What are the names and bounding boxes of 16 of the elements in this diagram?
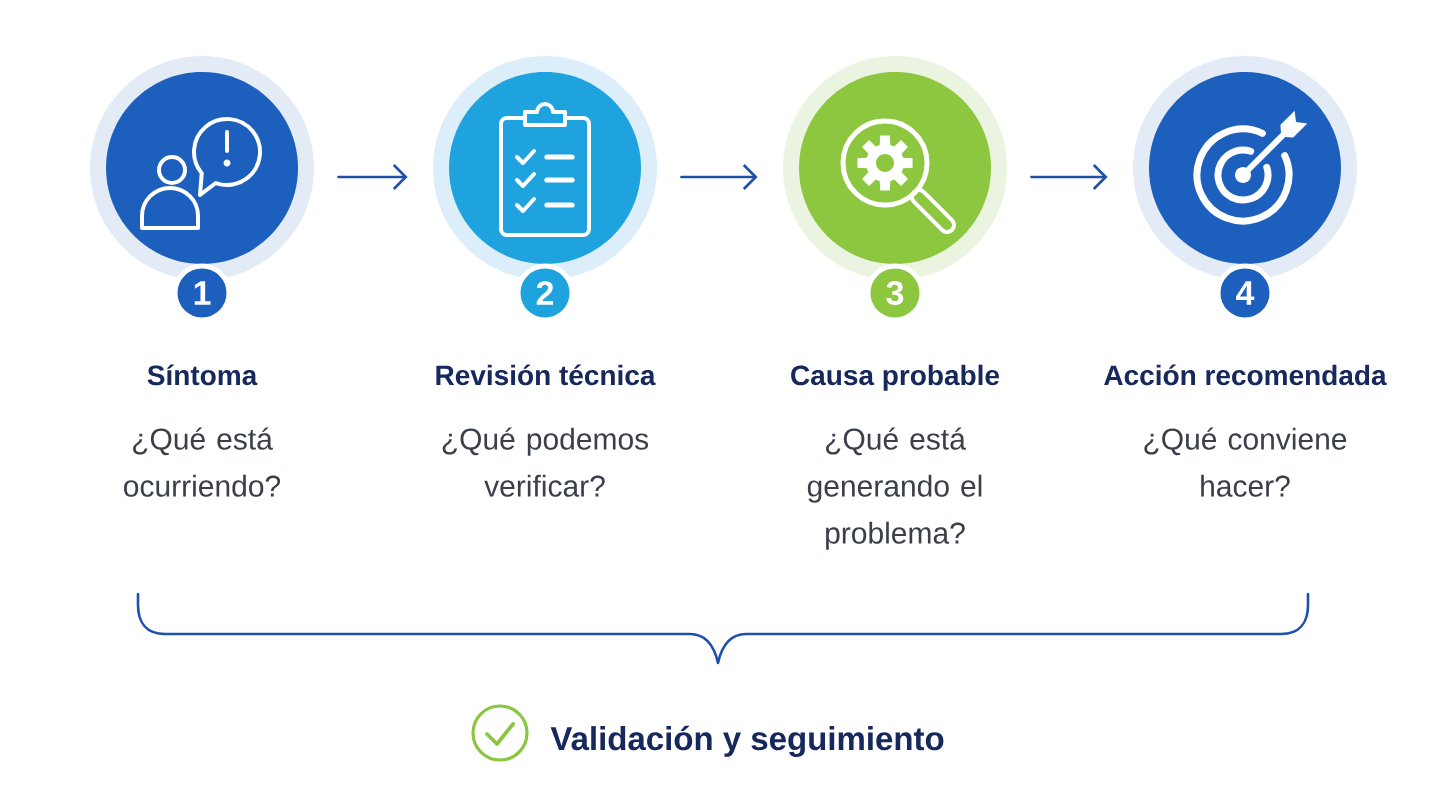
number-badge: 2 bbox=[515, 263, 575, 323]
number-badge: 3 bbox=[865, 263, 925, 323]
step-heading: Acción recomendada bbox=[1104, 364, 1387, 386]
number-badge: 4 bbox=[1215, 263, 1275, 323]
number-badge: 1 bbox=[172, 263, 232, 323]
step-heading: Causa probable bbox=[791, 364, 1000, 391]
step-heading: Síntoma bbox=[147, 364, 258, 386]
arrow bbox=[1030, 164, 1108, 190]
step-question: ¿Qué podemos verificar? bbox=[442, 427, 649, 497]
arrow bbox=[337, 164, 408, 190]
step-heading: Revisión técnica bbox=[436, 364, 656, 386]
conclusion-text: Validación y seguimiento bbox=[550, 725, 944, 757]
arrow bbox=[680, 164, 758, 190]
step-question: ¿Qué está generando el problema? bbox=[807, 427, 982, 550]
step-question: ¿Qué conviene hacer? bbox=[1144, 427, 1347, 497]
step-question: ¿Qué está ocurriendo? bbox=[124, 427, 281, 497]
